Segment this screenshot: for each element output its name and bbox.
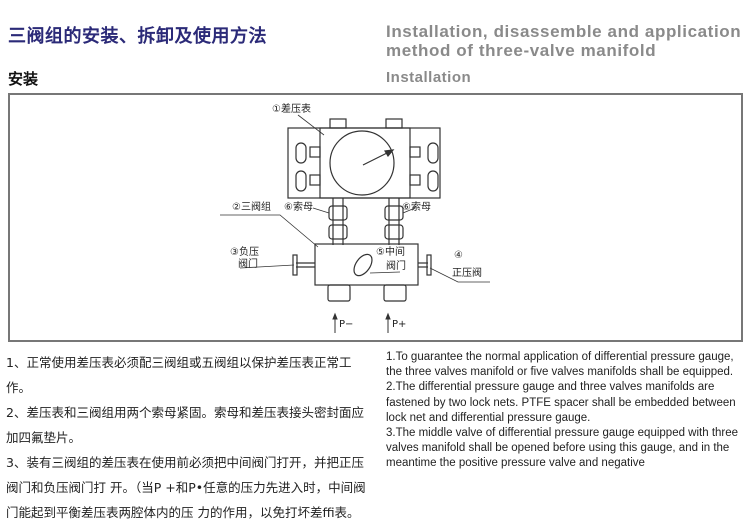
gauge-body xyxy=(287,118,441,199)
label-middle-valve: ⑤中间 xyxy=(376,245,405,258)
label-nut-right: ⑥索母 xyxy=(402,200,431,213)
instruction-cn-1: 1、正常使用差压表必须配三阀组或五阀组以保护差压表正常工作。 xyxy=(6,355,352,395)
instructions-en: 1.To guarantee the normal application of… xyxy=(386,350,748,472)
instructions-cn: 1、正常使用差压表必须配三阀组或五阀组以保护差压表正常工作。 2、差压表和三阀组… xyxy=(6,350,376,525)
label-nut-left: ⑥索母 xyxy=(284,200,313,213)
gauge-dial xyxy=(329,130,395,196)
section-heading-cn: 安装 xyxy=(8,70,39,88)
manifold-body xyxy=(292,243,432,302)
page-title-cn: 三阀组的安装、拆卸及使用方法 xyxy=(8,26,267,47)
page-title-en: Installation, disassemble and applicatio… xyxy=(386,22,741,60)
label-gauge: ①差压表 xyxy=(272,102,311,115)
section-heading-en: Installation xyxy=(386,69,472,86)
label-middle-valve-2: 阀门 xyxy=(386,259,406,272)
title-en-line1: Installation, disassemble and applicatio… xyxy=(386,22,742,41)
instruction-cn-2: 2、差压表和三阀组用两个索母紧固。索母和差压表接头密封面应加四氟垫片。 xyxy=(6,405,364,445)
label-negative-valve-2: 阀门 xyxy=(238,257,258,270)
label-positive-valve: 正压阀 xyxy=(452,266,482,279)
label-manifold: ②三阀组 xyxy=(232,200,271,213)
middle-valve-handle xyxy=(353,253,373,277)
instruction-en-1: 1.To guarantee the normal application of… xyxy=(386,351,734,379)
instruction-en-3: 3.The middle valve of differential press… xyxy=(386,427,739,470)
label-positive-valve-num: ④ xyxy=(454,250,463,261)
instruction-cn-3: 3、装有三阀组的差压表在使用前必须把中间阀门打开，并把正压阀门和负压阀门打 开。… xyxy=(6,455,366,520)
title-en-line2: method of three-valve manifold xyxy=(386,41,657,60)
manifold-diagram: ①差压表 ②三阀组 ⑥索母 ⑥索母 ③负压 阀门 ⑤中间 阀门 ④ 正压阀 P−… xyxy=(220,102,490,333)
pressure-arrows xyxy=(332,312,391,333)
label-p-minus: P− xyxy=(339,319,353,330)
diagram-frame xyxy=(8,93,743,342)
label-negative-valve: ③负压 xyxy=(230,245,259,258)
instruction-en-2: 2.The differential pressure gauge and th… xyxy=(386,381,736,424)
label-p-plus: P+ xyxy=(392,319,406,330)
leader-lines xyxy=(220,114,490,283)
lock-nuts xyxy=(328,198,404,245)
